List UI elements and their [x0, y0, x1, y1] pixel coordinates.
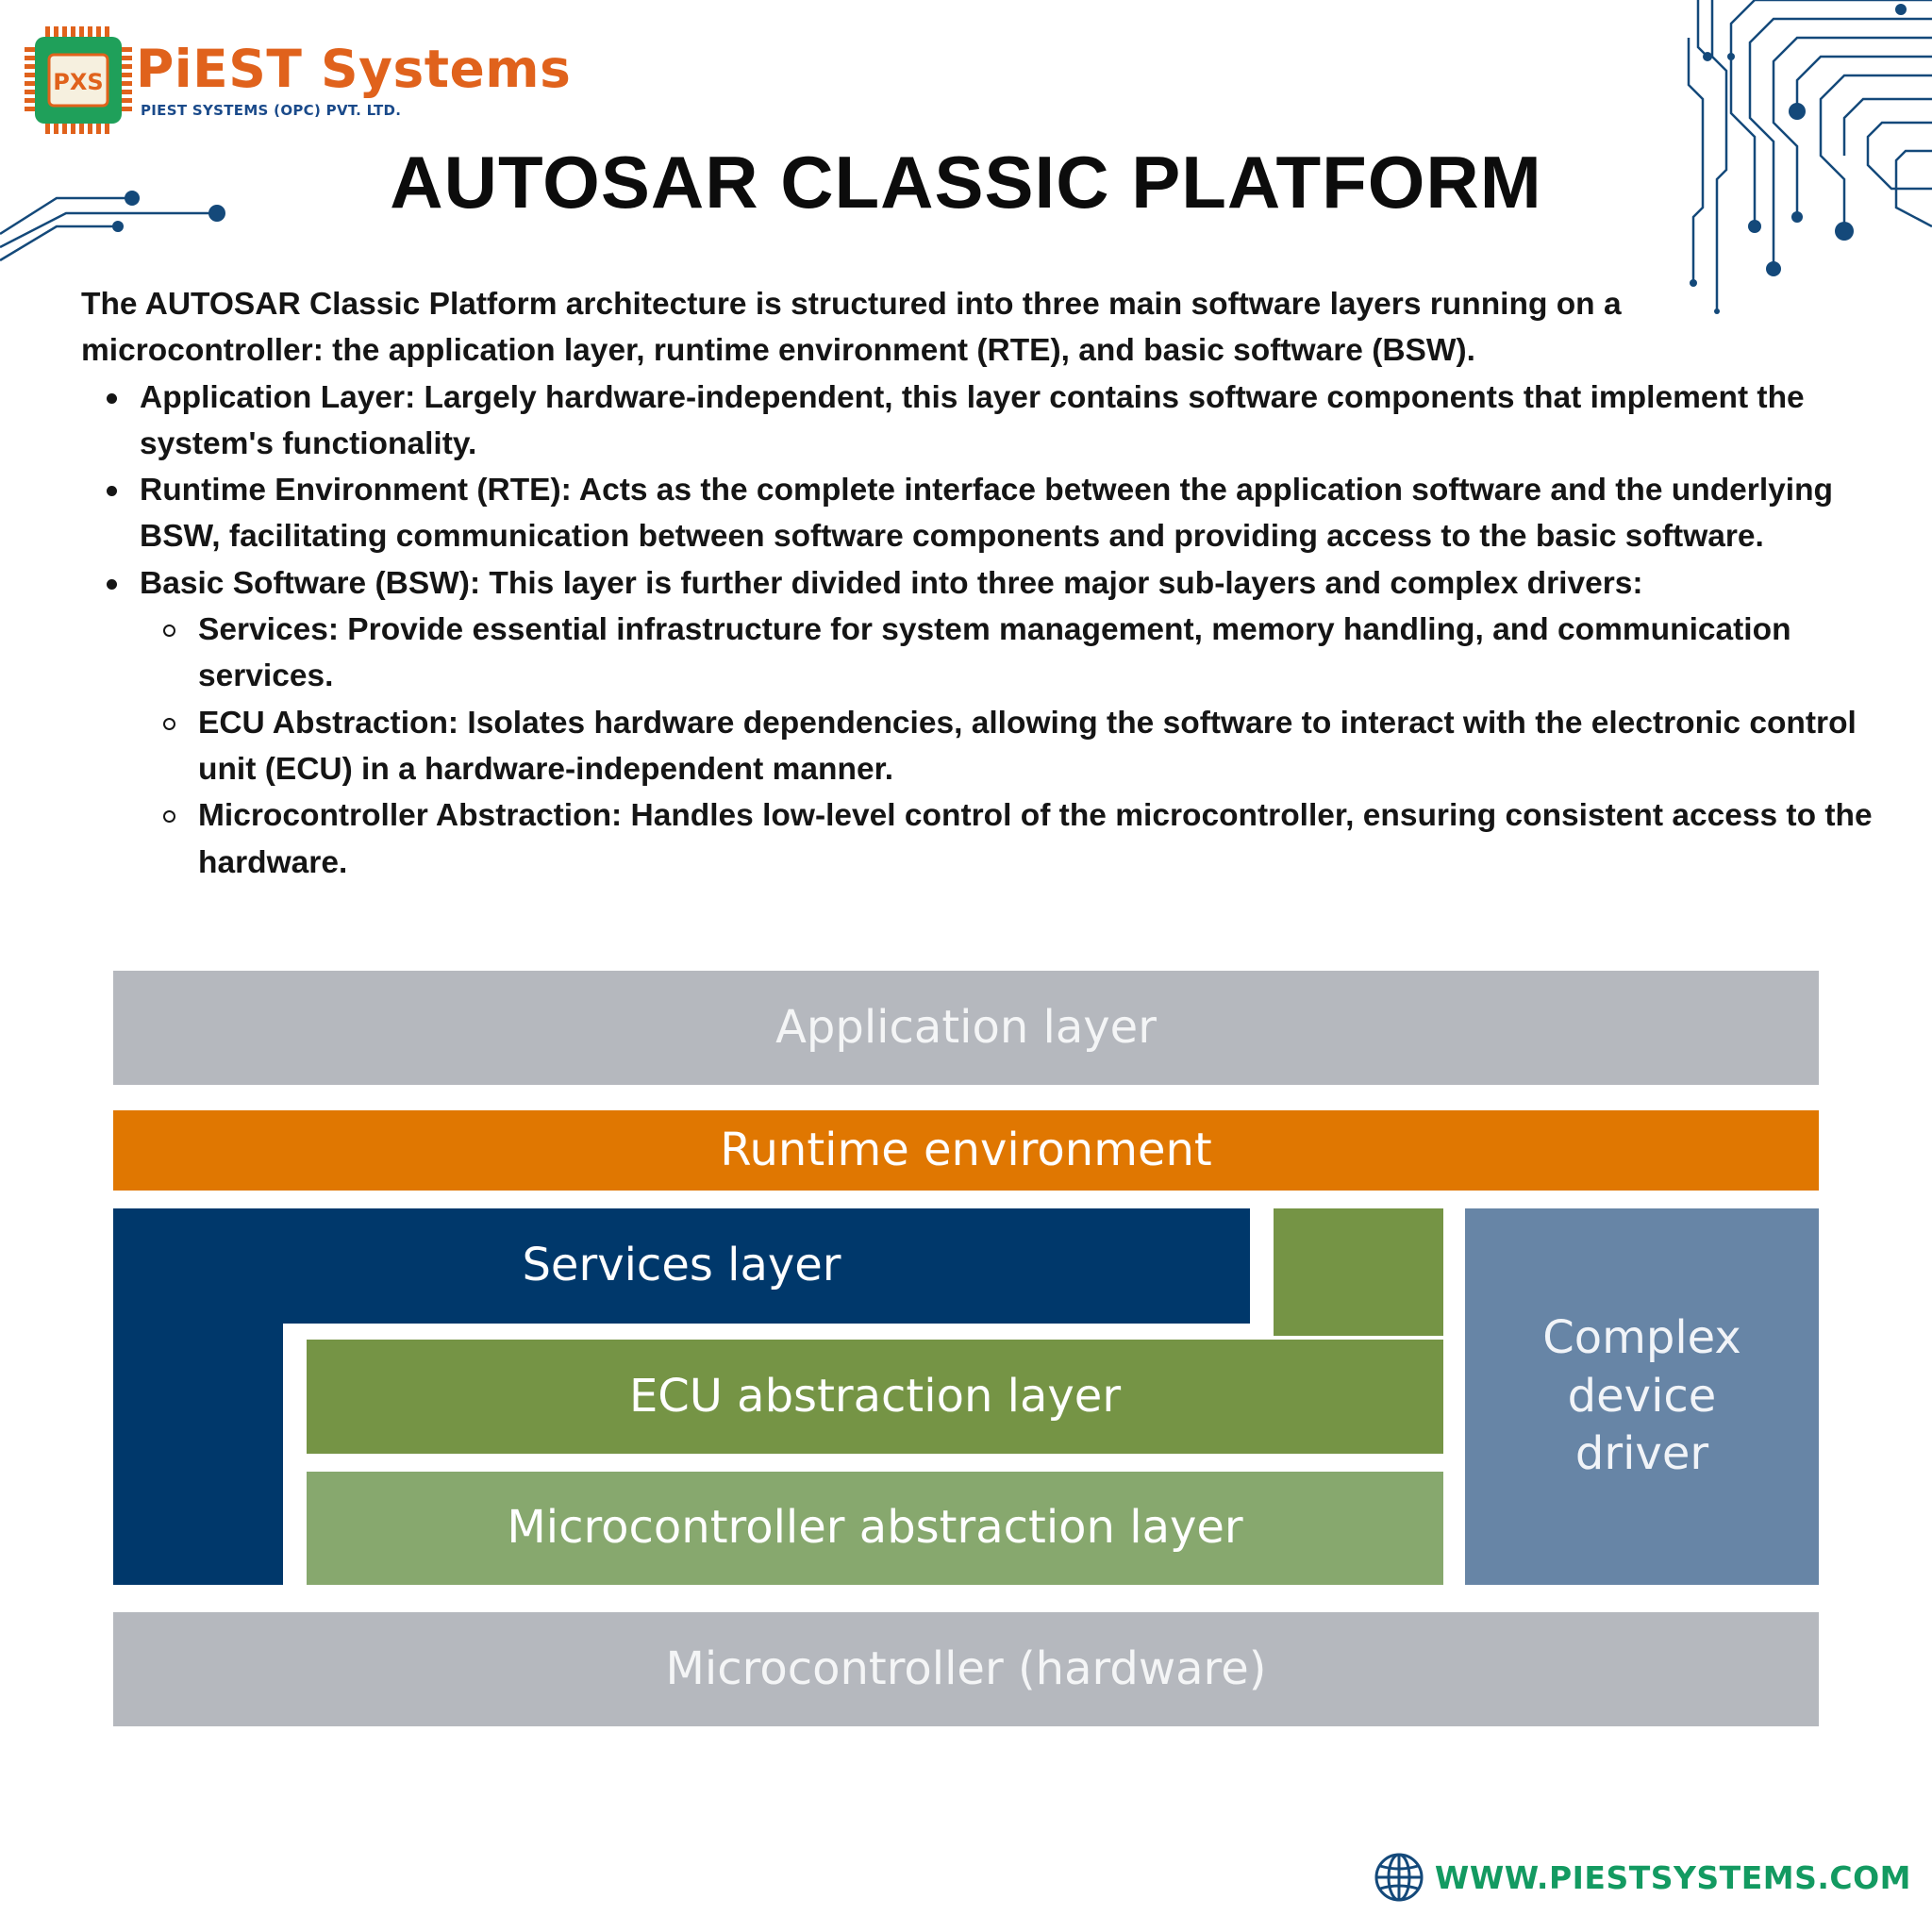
brand-subtitle: PIEST SYSTEMS (OPC) PVT. LTD.: [141, 102, 402, 119]
bsw-sub-bullet-list: Services: Provide essential infrastructu…: [140, 607, 1874, 886]
complex-device-driver-block: Complex device driver: [1465, 1208, 1819, 1585]
ecu-abstraction-layer-block: ECU abstraction layer: [307, 1340, 1443, 1454]
svg-text:PXS: PXS: [53, 69, 103, 95]
application-layer-label: Application layer: [775, 1000, 1157, 1054]
website-url-link[interactable]: WWW.PIESTSYSTEMS.COM: [1434, 1858, 1911, 1896]
services-layer-block: Services layer: [113, 1208, 1250, 1324]
ecu-abstraction-layer-label: ECU abstraction layer: [628, 1369, 1122, 1423]
layer-bullet-list: Application Layer: Largely hardware-inde…: [81, 375, 1874, 886]
cdd-label-line-2: device: [1567, 1369, 1717, 1423]
page-title: AUTOSAR CLASSIC PLATFORM: [390, 141, 1542, 224]
website-footer[interactable]: WWW.PIESTSYSTEMS.COM: [1373, 1849, 1911, 1906]
ecu-abstraction-upper-block: [1274, 1208, 1443, 1336]
chip-logo-icon: PXS: [25, 26, 132, 134]
globe-icon: [1374, 1853, 1424, 1902]
cdd-label-line-1: Complex: [1542, 1311, 1741, 1365]
brand-name: PiEST Systems: [136, 39, 572, 99]
company-logo: PXS PiEST Systems PIEST SYSTEMS (OPC) PV…: [25, 26, 571, 140]
microcontroller-hardware-label: Microcontroller (hardware): [665, 1641, 1267, 1695]
circuit-lines-decoration: [0, 191, 225, 262]
description-block: The AUTOSAR Classic Platform architectur…: [81, 281, 1874, 886]
circuit-board-decoration: [1687, 0, 1932, 314]
intro-paragraph: The AUTOSAR Classic Platform architectur…: [81, 287, 1622, 369]
cdd-label-line-3: driver: [1574, 1427, 1709, 1481]
complex-device-driver-label: Complex device driver: [1542, 1309, 1741, 1483]
sub-bullet-services: Services: Provide essential infrastructu…: [140, 607, 1874, 700]
application-layer-block: Application layer: [113, 971, 1819, 1085]
bullet-application-layer: Application Layer: Largely hardware-inde…: [81, 375, 1874, 468]
sub-bullet-microcontroller-abstraction: Microcontroller Abstraction: Handles low…: [140, 792, 1874, 886]
bullet-basic-software: Basic Software (BSW): This layer is furt…: [81, 560, 1874, 886]
microcontroller-abstraction-layer-label: Microcontroller abstraction layer: [507, 1501, 1243, 1555]
services-layer-label: Services layer: [522, 1239, 841, 1292]
bullet-basic-software-text: Basic Software (BSW): This layer is furt…: [140, 565, 1643, 601]
microcontroller-hardware-block: Microcontroller (hardware): [113, 1612, 1819, 1726]
bullet-runtime-environment: Runtime Environment (RTE): Acts as the c…: [81, 467, 1874, 560]
runtime-environment-block: Runtime environment: [113, 1110, 1819, 1191]
sub-bullet-ecu-abstraction: ECU Abstraction: Isolates hardware depen…: [140, 700, 1874, 793]
microcontroller-abstraction-layer-block: Microcontroller abstraction layer: [307, 1472, 1443, 1585]
runtime-environment-label: Runtime environment: [720, 1123, 1212, 1176]
services-layer-stem: [113, 1324, 283, 1585]
